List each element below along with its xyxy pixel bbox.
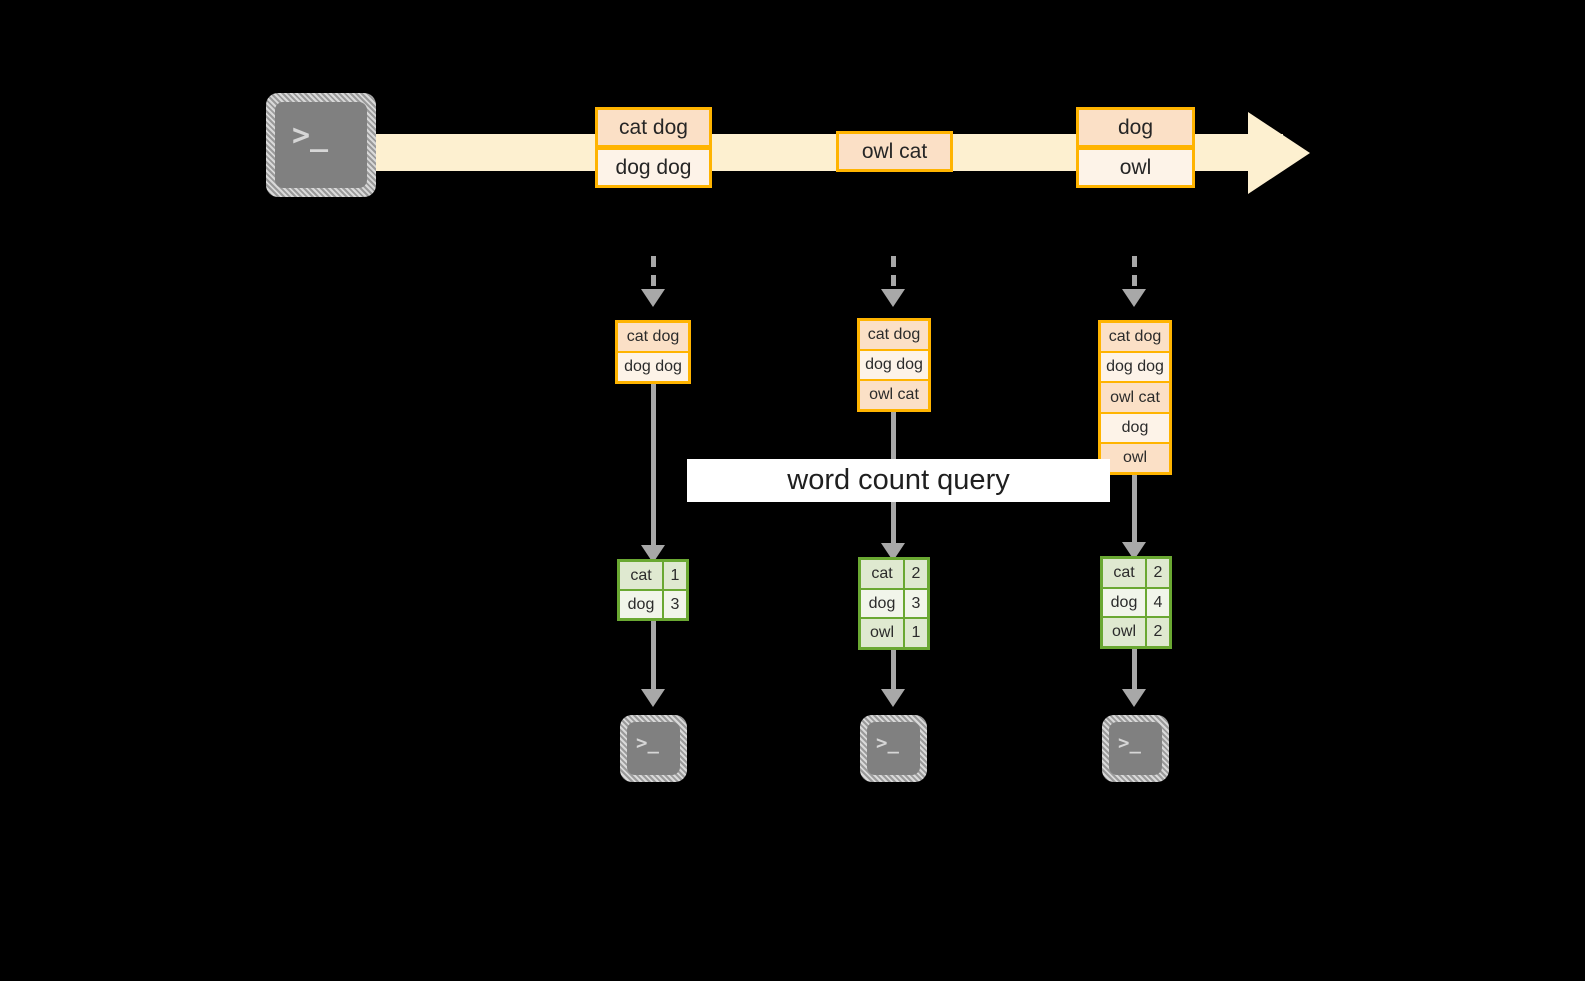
query-label-text: word count query: [787, 464, 1010, 496]
timeline-event-1-line-2: dog dog: [595, 147, 712, 188]
result-count: 3: [905, 589, 927, 618]
snapshot-2-feed-arrowhead-icon: [881, 289, 905, 307]
result-count: 4: [1147, 588, 1169, 617]
table-row: owl 1: [861, 619, 927, 648]
snapshot-3-feed-line: [1132, 256, 1137, 292]
terminal-body: [867, 722, 920, 775]
snapshot-2-output-line: [891, 650, 896, 696]
snapshot-1-query-arrowhead-icon: [641, 545, 665, 563]
log-line: cat dog: [860, 321, 928, 349]
log-line: dog dog: [618, 353, 688, 381]
terminal-body: [627, 722, 680, 775]
terminal-prompt-glyph: >_: [292, 118, 329, 153]
snapshot-1-output-arrowhead-icon: [641, 689, 665, 707]
log-line: cat dog: [1101, 323, 1169, 352]
result-word: dog: [1103, 588, 1145, 617]
result-word: dog: [861, 589, 903, 618]
terminal-body: [1109, 722, 1162, 775]
snapshot-3-query-line: [1132, 475, 1137, 549]
result-word: cat: [620, 562, 662, 589]
log-line: dog dog: [860, 351, 928, 379]
log-line: cat dog: [618, 323, 688, 351]
terminal-prompt-glyph: >_: [636, 732, 659, 754]
timeline-event-3-line-1: dog: [1076, 107, 1195, 148]
result-count: 1: [905, 619, 927, 648]
result-word: owl: [861, 619, 903, 648]
result-count: 2: [905, 560, 927, 588]
snapshot-1-feed-line: [651, 256, 656, 292]
timeline-event-3-line-2: owl: [1076, 147, 1195, 188]
source-terminal-icon: >_: [266, 93, 376, 197]
snapshot-3-query-arrowhead-icon: [1122, 542, 1146, 560]
result-word: cat: [1103, 559, 1145, 587]
snapshot-3-result-table: cat 2 dog 4 owl 2: [1100, 556, 1172, 649]
snapshot-1-log: cat dog dog dog: [615, 320, 691, 384]
snapshot-3-output-arrowhead-icon: [1122, 689, 1146, 707]
table-row: cat 2: [1103, 559, 1169, 587]
log-line: dog dog: [1101, 353, 1169, 382]
log-line: owl: [1101, 443, 1169, 473]
snapshot-1-output-line: [651, 621, 656, 696]
snapshot-2-feed-line: [891, 256, 896, 292]
log-line: owl cat: [860, 381, 928, 409]
result-word: cat: [861, 560, 903, 588]
table-row: owl 2: [1103, 618, 1169, 647]
snapshot-3-feed-arrowhead-icon: [1122, 289, 1146, 307]
result-word: owl: [1103, 618, 1145, 647]
snapshot-1-query-line: [651, 384, 656, 552]
snapshot-3-log: cat dog dog dog owl cat dog owl: [1098, 320, 1172, 475]
terminal-prompt-glyph: >_: [876, 732, 899, 754]
log-line: dog: [1101, 413, 1169, 442]
terminal-prompt-glyph: >_: [1118, 732, 1141, 754]
snapshot-2-consumer-terminal-icon: >_: [860, 715, 927, 782]
table-row: cat 2: [861, 560, 927, 588]
result-word: dog: [620, 591, 662, 618]
table-row: dog 4: [1103, 588, 1169, 617]
table-row: dog 3: [620, 591, 686, 618]
timeline-event-1-line-1: cat dog: [595, 107, 712, 148]
snapshot-2-query-arrowhead-icon: [881, 543, 905, 561]
snapshot-2-result-table: cat 2 dog 3 owl 1: [858, 557, 930, 650]
log-line: owl cat: [1101, 383, 1169, 412]
snapshot-2-log: cat dog dog dog owl cat: [857, 318, 931, 412]
result-count: 2: [1147, 559, 1169, 587]
table-row: dog 3: [861, 589, 927, 618]
snapshot-2-output-arrowhead-icon: [881, 689, 905, 707]
result-count: 1: [664, 562, 686, 589]
query-label-band: word count query: [687, 459, 1110, 502]
result-count: 3: [664, 591, 686, 618]
result-count: 2: [1147, 618, 1169, 647]
snapshot-3-consumer-terminal-icon: >_: [1102, 715, 1169, 782]
table-row: cat 1: [620, 562, 686, 589]
snapshot-1-feed-arrowhead-icon: [641, 289, 665, 307]
snapshot-1-consumer-terminal-icon: >_: [620, 715, 687, 782]
terminal-body: [275, 102, 367, 188]
timeline-event-2-line-1: owl cat: [836, 131, 953, 172]
snapshot-3-output-line: [1132, 649, 1137, 696]
timeline-arrowhead-icon: [1248, 112, 1310, 194]
snapshot-1-result-table: cat 1 dog 3: [617, 559, 689, 621]
